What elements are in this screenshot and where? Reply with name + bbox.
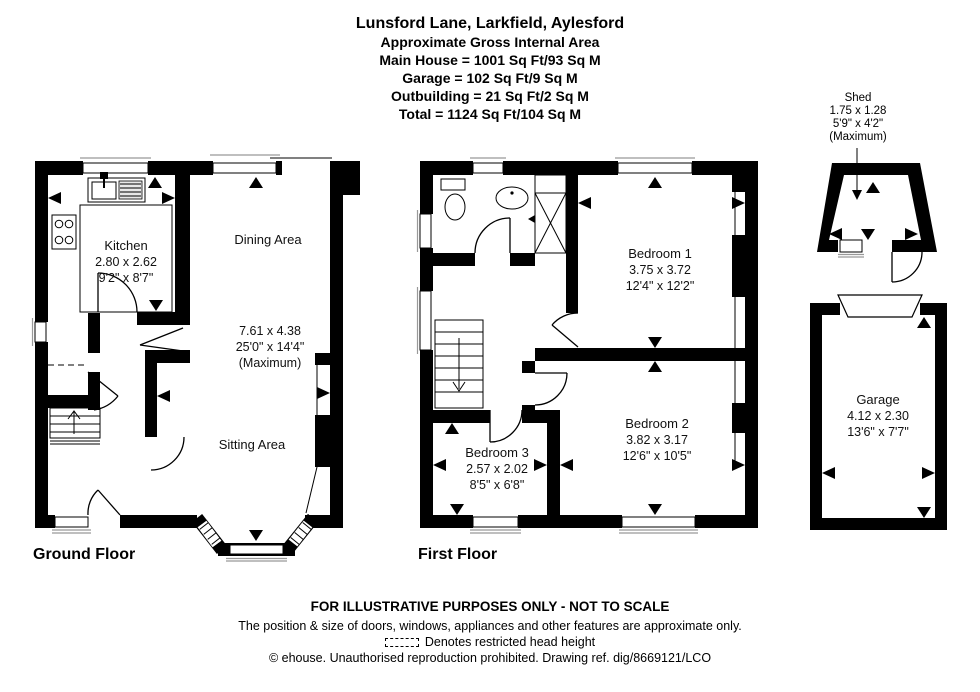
- gf-cupboard-door: [48, 364, 119, 411]
- ff-chimney-breasts: [732, 175, 745, 468]
- bedroom1-name: Bedroom 1: [628, 246, 692, 261]
- gf-bay-window: [191, 513, 319, 562]
- kitchen-imperial: 9'2" x 8'7": [99, 271, 154, 285]
- gf-interior-walls: [48, 175, 190, 437]
- kitchen-sink-icon: [87, 172, 146, 203]
- ff-staircase: [434, 319, 484, 409]
- bedroom2-metric: 3.82 x 3.17: [626, 433, 688, 447]
- bedroom3-imperial: 8'5" x 6'8": [470, 478, 525, 492]
- kitchen-metric: 2.80 x 2.62: [95, 255, 157, 269]
- dining-area-name: Dining Area: [234, 232, 302, 247]
- shed-metric: 1.75 x 1.28: [829, 105, 887, 117]
- bathroom-sink-icon: [495, 186, 529, 210]
- footer-legend-line: Denotes restricted head height: [0, 634, 980, 650]
- ff-bedroom2-door: [534, 372, 568, 406]
- garage-imperial: 13'6" x 7'7": [847, 425, 909, 439]
- shed-door: [891, 251, 923, 283]
- ground-floor-label: Ground Floor: [33, 546, 136, 563]
- gf-inner-hall-door: [139, 327, 184, 352]
- ff-interior-walls: [433, 175, 745, 515]
- shed-measure-arrows: [829, 182, 918, 240]
- first-floor-label: First Floor: [418, 546, 498, 563]
- bathroom-toilet-icon: [440, 178, 466, 221]
- area-heading: Approximate Gross Internal Area: [380, 34, 600, 50]
- shed-walls: [817, 163, 937, 258]
- area-line-garage: Garage = 102 Sq Ft/9 Sq M: [402, 70, 578, 86]
- garage-plan: Garage 4.12 x 2.30 13'6" x 7'7": [810, 294, 947, 530]
- bedroom2-imperial: 12'6" x 10'5": [623, 449, 692, 463]
- page-title: Lunsford Lane, Larkfield, Aylesford: [355, 15, 625, 32]
- shed-pointer-arrow: [852, 148, 862, 200]
- garage-door: [837, 294, 923, 318]
- shed-label: Shed 1.75 x 1.28 5'9" x 4'2" (Maximum): [788, 92, 928, 144]
- garage-metric: 4.12 x 2.30: [847, 409, 909, 423]
- area-line-outbuilding: Outbuilding = 21 Sq Ft/2 Sq M: [391, 88, 589, 104]
- garage-measure-arrows: [822, 317, 935, 518]
- shed-imperial: 5'9" x 4'2": [832, 118, 884, 130]
- ground-floor-plan: Kitchen 2.80 x 2.62 9'2" x 8'7" Dining A…: [31, 154, 360, 562]
- shed-plan: [817, 148, 937, 283]
- garage-name: Garage: [856, 392, 899, 407]
- kitchen-name: Kitchen: [104, 238, 147, 253]
- area-line-total: Total = 1124 Sq Ft/104 Sq M: [398, 106, 582, 122]
- gf-worktop: [79, 204, 173, 313]
- footer: FOR ILLUSTRATIVE PURPOSES ONLY - NOT TO …: [0, 598, 980, 666]
- bedroom1-imperial: 12'4" x 12'2": [626, 279, 695, 293]
- gf-exterior-walls: [35, 157, 360, 528]
- area-line-main-house: Main House = 1001 Sq Ft/93 Sq M: [379, 52, 601, 68]
- kitchen-hob-icon: [51, 214, 77, 250]
- footer-disclaimer-2: The position & size of doors, windows, a…: [238, 619, 742, 633]
- gf-front-door: [87, 489, 121, 516]
- ff-exterior-walls: [420, 161, 758, 528]
- gf-kitchen-door: [97, 272, 138, 313]
- ff-windows: [416, 157, 698, 534]
- gf-windows: [31, 154, 280, 534]
- first-floor-plan: Bedroom 1 3.75 x 3.72 12'4" x 12'2" Bedr…: [416, 157, 758, 534]
- gf-sitting-room-door: [150, 436, 185, 471]
- restricted-head-height-icon: [384, 638, 419, 647]
- ff-bathroom-door: [474, 217, 511, 254]
- footer-disclaimer-1: FOR ILLUSTRATIVE PURPOSES ONLY - NOT TO …: [310, 599, 670, 614]
- ff-bedroom1-door: [551, 312, 579, 348]
- shed-note: (Maximum): [829, 131, 887, 143]
- shed-name: Shed: [844, 92, 872, 104]
- bedroom1-metric: 3.75 x 3.72: [629, 263, 691, 277]
- header: Lunsford Lane, Larkfield, Aylesford Appr…: [0, 14, 980, 123]
- bedroom3-name: Bedroom 3: [465, 445, 529, 460]
- bedroom3-metric: 2.57 x 2.02: [466, 462, 528, 476]
- gf-measure-arrows: [48, 177, 330, 541]
- ff-bedroom3-door: [489, 409, 523, 443]
- reception-note: (Maximum): [239, 356, 302, 370]
- reception-imperial: 25'0" x 14'4": [236, 340, 305, 354]
- gf-staircase: [49, 407, 101, 445]
- reception-metric: 7.61 x 4.38: [239, 324, 301, 338]
- ff-airing-cupboard: [528, 174, 567, 254]
- bedroom2-name: Bedroom 2: [625, 416, 689, 431]
- sitting-area-name: Sitting Area: [219, 437, 286, 452]
- footer-legend-text: Denotes restricted head height: [424, 635, 596, 649]
- footer-copyright: © ehouse. Unauthorised reproduction proh…: [268, 651, 712, 665]
- gf-chimney-breast: [305, 353, 330, 514]
- ff-measure-arrows: [433, 177, 745, 515]
